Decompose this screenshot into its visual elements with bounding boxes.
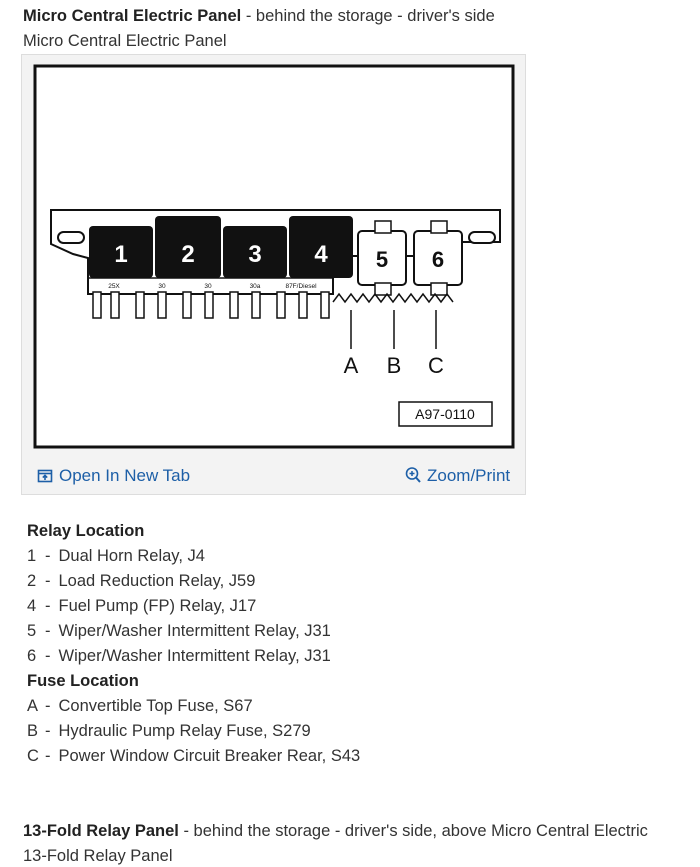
mount-hole-right (468, 231, 496, 244)
relay-label-4: 4 (314, 241, 328, 268)
legend-key: 1 (27, 547, 37, 565)
legend-separator: - (45, 597, 51, 615)
open-in-new-tab-label: Open In New Tab (59, 466, 191, 485)
figure-id-box (398, 401, 493, 427)
micro-panel-title: Micro Central Electric Panel (23, 7, 242, 25)
terminal-pin (251, 291, 261, 319)
terminal-label-1: 25X (108, 283, 120, 290)
relay-label-2: 2 (181, 241, 194, 268)
legend-key: 6 (27, 647, 37, 665)
legend-text: Wiper/Washer Intermittent Relay, J31 (58, 622, 331, 640)
figure-id: A97-0110 (415, 406, 475, 422)
legend-separator: - (45, 697, 51, 715)
terminal-pin (157, 291, 167, 319)
relay-panel-diagram: 1 2 3 4 25X 30 30 30a 87F/Diesel (33, 64, 515, 449)
legend-separator: - (45, 747, 51, 765)
legend-separator: - (45, 647, 51, 665)
fuse-strip (332, 292, 454, 304)
relay-6-clip-bottom (430, 282, 448, 296)
terminal-pin (182, 291, 192, 319)
figure-frame: 1 2 3 4 25X 30 30 30a 87F/Diesel (21, 54, 526, 495)
legend-text: Load Reduction Relay, J59 (58, 572, 256, 590)
relay-label-5: 5 (376, 247, 388, 272)
mount-hole-left (57, 231, 85, 244)
relay-5-clip-bottom (374, 282, 392, 296)
legend-text: Hydraulic Pump Relay Fuse, S279 (58, 722, 311, 740)
legend-text: Fuel Pump (FP) Relay, J17 (58, 597, 257, 615)
terminal-pin (229, 291, 239, 319)
relay-label-1: 1 (114, 241, 127, 268)
list-item: 4-Fuel Pump (FP) Relay, J17 (27, 597, 256, 616)
legend-text: Dual Horn Relay, J4 (58, 547, 205, 565)
relay-5-clip-top (374, 220, 392, 234)
list-item: B-Hydraulic Pump Relay Fuse, S279 (27, 722, 311, 741)
legend-key: C (27, 747, 39, 765)
legend-text: Power Window Circuit Breaker Rear, S43 (58, 747, 361, 765)
list-item: A-Convertible Top Fuse, S67 (27, 697, 253, 716)
legend-text: Convertible Top Fuse, S67 (58, 697, 253, 715)
list-item: 6-Wiper/Washer Intermittent Relay, J31 (27, 647, 331, 666)
terminal-pin (110, 291, 120, 319)
zoom-print-label: Zoom/Print (427, 466, 511, 485)
terminal-label-5: 87F/Diesel (285, 283, 317, 290)
open-external-icon (37, 469, 53, 483)
relay-location-title: Relay Location (27, 522, 145, 540)
legend-key: A (27, 697, 39, 715)
micro-panel-heading: Micro Central Electric Panel - behind th… (23, 7, 495, 26)
fuse-letter-a: A (344, 353, 359, 378)
relay-box-3 (223, 226, 287, 278)
legend-key: 2 (27, 572, 37, 590)
fuse-location-title: Fuse Location (27, 672, 139, 690)
micro-panel-location: - behind the storage - driver's side (241, 7, 495, 25)
legend-key: 5 (27, 622, 37, 640)
terminal-pin (92, 291, 102, 319)
fuse-letter-b: B (387, 353, 402, 378)
relay-box-1 (89, 226, 153, 278)
list-item: 2-Load Reduction Relay, J59 (27, 572, 255, 591)
terminal-pin (135, 291, 145, 319)
list-item: 5-Wiper/Washer Intermittent Relay, J31 (27, 622, 331, 641)
zoom-print-link[interactable]: Zoom/Print (404, 466, 510, 486)
terminal-pin (320, 291, 330, 319)
micro-panel-caption: Micro Central Electric Panel (23, 32, 227, 50)
open-in-new-tab-link[interactable]: Open In New Tab (37, 466, 190, 486)
fold-panel-title: 13-Fold Relay Panel (23, 822, 179, 840)
terminal-pin (204, 291, 214, 319)
fold-panel-caption: 13-Fold Relay Panel (23, 847, 173, 865)
legend-key: B (27, 722, 39, 740)
legend-separator: - (45, 572, 51, 590)
legend-separator: - (45, 722, 51, 740)
relay-label-3: 3 (248, 241, 261, 268)
relay-6-clip-top (430, 220, 448, 234)
terminal-label-3: 30 (204, 283, 212, 290)
relay-box-4 (289, 216, 353, 278)
relay-label-6: 6 (432, 247, 444, 272)
fuse-letter-c: C (428, 353, 444, 378)
terminal-label-4: 30a (250, 283, 261, 290)
zoom-in-icon (405, 467, 421, 483)
terminal-pins (92, 291, 330, 319)
legend-separator: - (45, 622, 51, 640)
list-item: 1-Dual Horn Relay, J4 (27, 547, 205, 566)
fold-panel-location: - behind the storage - driver's side, ab… (178, 822, 648, 840)
fold-panel-heading: 13-Fold Relay Panel - behind the storage… (23, 822, 648, 841)
terminal-pin (276, 291, 286, 319)
relay-box-2 (155, 216, 221, 278)
list-item: C-Power Window Circuit Breaker Rear, S43 (27, 747, 360, 766)
terminal-pin (298, 291, 308, 319)
terminal-label-2: 30 (158, 283, 166, 290)
legend-separator: - (45, 547, 51, 565)
legend-key: 4 (27, 597, 37, 615)
legend-text: Wiper/Washer Intermittent Relay, J31 (58, 647, 331, 665)
